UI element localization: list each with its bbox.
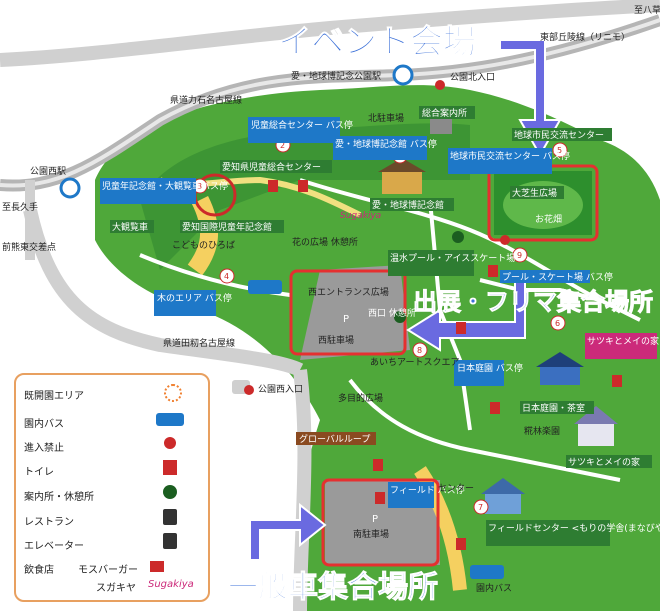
label-child-center-bus: 児童総合センター バス停: [251, 119, 353, 131]
callout-event: イベント会場: [278, 22, 476, 61]
elevator-icon: [163, 533, 177, 549]
label-linimo: 東部丘陵線（リニモ）: [540, 31, 630, 43]
label-karin: 糀林楽園: [524, 425, 560, 437]
label-west-parking: 西駐車場: [318, 334, 354, 346]
label-road-tagawa: 県道田籾名古屋線: [163, 337, 235, 349]
road-ishi: [0, 0, 660, 67]
p-mark-west: P: [343, 314, 349, 325]
toilet-icon: [163, 460, 177, 475]
callout-parking: 一般車集合場所: [228, 570, 438, 605]
legend-label-restaurant: レストラン: [24, 517, 74, 528]
label-expo-bus: 愛・地球博記念館 バス停: [335, 138, 437, 150]
label-ferris-wheel: 大観覧車: [112, 221, 148, 233]
label-shiba-hiroba: 大芝生広場: [512, 187, 557, 199]
flea-area-box: [289, 269, 407, 356]
callout-flea: 出展・フリマ集合場所: [413, 288, 653, 316]
mos-logo-icon: [150, 561, 164, 572]
label-japan-garden: 日本庭園・茶室: [522, 402, 585, 414]
label-earth-bus: 地球市民交流センター バス停: [450, 150, 570, 162]
label-youth-center: 愛知国際児童年記念館: [182, 221, 272, 233]
bus-number-8: 8: [417, 346, 422, 355]
bus-number-4: 4: [224, 272, 229, 281]
label-maekuma: 前熊東交差点: [2, 241, 56, 253]
label-pool: 温水プール・アイススケート場: [390, 252, 515, 264]
legend-sugakiya: スガキヤ: [96, 583, 136, 594]
label-pool-bus: プール・スケート場 バス停: [502, 271, 613, 283]
restaurant-icon: [163, 509, 177, 525]
label-south-parking: 南駐車場: [353, 528, 389, 540]
label-to-sanagawa: 至長久手: [2, 201, 38, 213]
label-youth-bus: 児童年記念館・大観覧車バス停: [102, 180, 228, 192]
legend-label-open-area: 既開園エリア: [24, 391, 84, 402]
label-field-center: フィールドセンター <もりの学舎(まなびや)>: [488, 522, 660, 534]
label-shinohara: 至八草: [634, 4, 660, 16]
label-info-center: 総合案内所: [422, 107, 467, 119]
label-park-west: 公園西入口: [258, 384, 303, 395]
label-north-parking: 北駐車場: [368, 112, 404, 124]
label-ohanabatake: お花畑: [535, 213, 562, 225]
label-satsuki-reception: サツキとメイの家 受付所: [587, 335, 660, 347]
bus-number-2: 2: [280, 141, 285, 150]
no-entry-marker: [500, 235, 510, 245]
bus-icon: [156, 413, 184, 426]
legend-label-info: 案内所・休憩所: [24, 492, 94, 503]
label-ki-area-bus: 木のエリア バス停: [157, 292, 232, 304]
bus-number-5: 5: [557, 146, 562, 155]
label-field-center-short: センター: [438, 483, 474, 494]
label-park-station: 愛・地球博記念公園駅: [291, 70, 381, 82]
label-field-bus: フィールド バス停: [390, 484, 465, 496]
station-marker-park: [392, 64, 414, 86]
label-japan-garden-bus: 日本庭園 バス停: [457, 362, 523, 374]
open-area-icon: [164, 384, 182, 402]
label-park-north: 公園北入口: [450, 72, 495, 83]
no-entry-icon: [164, 437, 176, 449]
legend-mos: モスバーガー: [78, 565, 138, 576]
label-kodomo: こどものひろば: [172, 240, 235, 251]
legend-label-elevator: エレベーター: [24, 541, 84, 552]
label-park-bus: 園内バス: [476, 582, 512, 594]
no-entry-marker: [244, 385, 254, 395]
legend-label-no-entry: 進入禁止: [24, 443, 64, 454]
flea-arrow: [406, 279, 526, 352]
bus-number-7: 7: [478, 503, 483, 512]
bus-number-3: 3: [197, 182, 202, 191]
label-child-center: 愛知県児童総合センター: [222, 161, 321, 173]
label-tamokuteki: 多目的広場: [338, 392, 383, 404]
p-mark-south: P: [372, 514, 378, 525]
station-marker-west: [59, 177, 81, 199]
legend-label-park-bus: 園内バス: [24, 419, 64, 430]
no-entry-marker: [435, 80, 445, 90]
bus-number-9: 9: [517, 251, 522, 260]
legend-label-toilet: トイレ: [24, 467, 54, 478]
map-legend: 既開園エリア 園内バス 進入禁止 トイレ 案内所・休憩所 レストラン エレベータ…: [14, 373, 210, 602]
label-west-entrance: 西エントランス広場: [308, 286, 389, 298]
label-koen-nishi: 公園西駅: [30, 166, 66, 177]
legend-sugakiya-logo: Sugakiya: [148, 579, 194, 590]
legend-label-food: 飲食店: [24, 565, 54, 576]
label-satsuki: サツキとメイの家: [568, 456, 640, 468]
label-hana-hiroba: 花の広場 休憩所: [292, 236, 358, 248]
label-art-square: あいちアートスクエア: [370, 357, 459, 368]
info-icon: [163, 485, 177, 499]
label-global-loop: グローバルループ: [299, 433, 370, 445]
parking-arrow: [240, 502, 327, 561]
label-road-ishi: 県道力石名古屋線: [170, 94, 242, 106]
sugakiya-logo: Sugakiya: [340, 211, 381, 221]
label-earth-city: 地球市民交流センター: [514, 129, 604, 141]
bus-number-6: 6: [555, 319, 560, 328]
label-west-rest: 西口 休憩所: [368, 307, 416, 319]
label-expo-hall: 愛・地球博記念館: [372, 199, 444, 211]
